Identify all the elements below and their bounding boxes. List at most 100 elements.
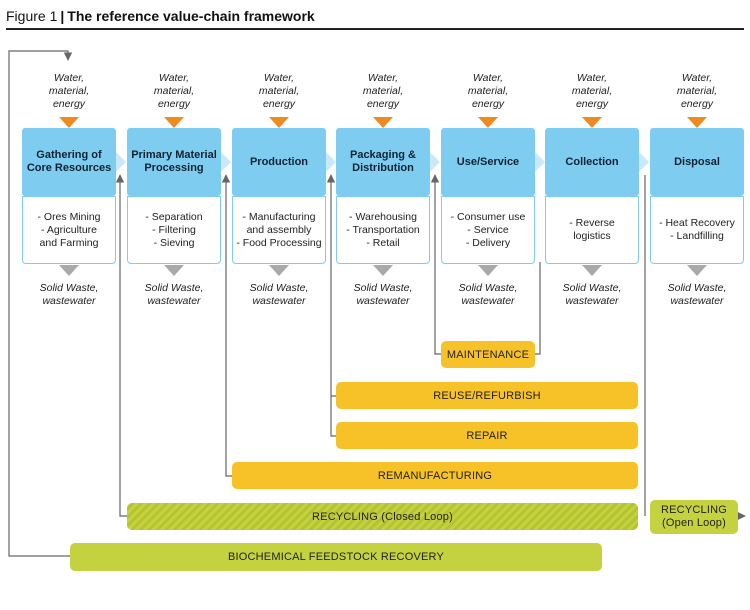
stage-activities: - Consumer use - Service - Delivery (441, 196, 535, 264)
input-arrow-icon (59, 117, 79, 128)
loop-label: (Open Loop) (662, 517, 726, 529)
title-separator: | (60, 8, 65, 24)
input-line: Water, (681, 72, 713, 84)
output-arrow-icon (478, 265, 498, 276)
stage-outputs: Solid Waste, wastewater (545, 282, 639, 308)
stage-inputs: Water, material, energy (650, 72, 744, 111)
stage-title-line: Production (249, 155, 309, 168)
input-arrow-icon (269, 117, 289, 128)
output-line: wastewater (42, 295, 96, 307)
stage-title-line: Collection (565, 155, 619, 168)
output-line: Solid Waste, (562, 282, 622, 294)
output-arrow-icon (59, 265, 79, 276)
loop-maintenance: MAINTENANCE (441, 341, 535, 368)
output-line: Solid Waste, (458, 282, 518, 294)
figure-heading: The reference value-chain framework (67, 8, 315, 24)
maintenance-connector-right (535, 262, 541, 355)
loop-label: REMANUFACTURING (377, 469, 493, 482)
stage-title-line: Disposal (674, 155, 720, 168)
activity-line: - Agriculture (40, 223, 98, 236)
output-arrow-icon (164, 265, 184, 276)
stage-outputs: Solid Waste, wastewater (22, 282, 116, 308)
activity-line: - Heat Recovery (659, 217, 735, 229)
input-line: material, (153, 85, 195, 97)
input-line: Water, (472, 72, 504, 84)
activity-line: logistics (573, 230, 611, 242)
stage-outputs: Solid Waste, wastewater (127, 282, 221, 308)
stage-title-line: Core Resources (26, 162, 112, 174)
activity-line: - Manufacturing (242, 210, 316, 223)
stage-title-line: Primary Material (131, 149, 217, 161)
loop-remanufacturing: REMANUFACTURING (232, 462, 638, 489)
title-rule (6, 28, 744, 30)
activity-line: - Transportation (346, 223, 420, 236)
output-arrow-icon (582, 265, 602, 276)
stage-title: Disposal (650, 128, 744, 196)
input-line: energy (680, 98, 714, 110)
input-arrow-icon (582, 117, 602, 128)
flow-chevron-icon (221, 152, 231, 172)
activity-line: and assembly (246, 223, 312, 236)
flow-chevron-icon (430, 152, 440, 172)
flow-chevron-icon (326, 152, 336, 172)
stage-activities: - Heat Recovery - Landfilling (650, 196, 744, 264)
stage-outputs: Solid Waste, wastewater (336, 282, 430, 308)
output-line: wastewater (461, 295, 515, 307)
output-line: Solid Waste, (667, 282, 727, 294)
loop-label: REUSE/REFURBISH (433, 389, 541, 402)
stage-inputs: Water, material, energy (232, 72, 326, 111)
output-line: wastewater (252, 295, 306, 307)
activity-line: - Service (467, 223, 509, 236)
stage-title-line: Use/Service (456, 155, 520, 168)
input-line: Water, (576, 72, 608, 84)
figure-title: Figure 1|The reference value-chain frame… (6, 8, 315, 24)
output-arrow-icon (373, 265, 393, 276)
input-line: energy (52, 98, 86, 110)
stage-inputs: Water, material, energy (22, 72, 116, 111)
output-line: wastewater (356, 295, 410, 307)
input-line: energy (471, 98, 505, 110)
activity-line: - Ores Mining (37, 210, 101, 223)
output-line: wastewater (565, 295, 619, 307)
figure-label: Figure 1 (6, 8, 58, 24)
loop-biochemical-feedstock: BIOCHEMICAL FEEDSTOCK RECOVERY (70, 543, 602, 571)
input-line: Water, (158, 72, 190, 84)
flow-chevron-icon (639, 152, 649, 172)
loop-repair: REPAIR (336, 422, 638, 449)
activity-line: - Reverse (569, 217, 615, 229)
input-arrow-icon (687, 117, 707, 128)
stage-inputs: Water, material, energy (441, 72, 535, 111)
flow-chevron-icon (535, 152, 545, 172)
recycling-connector (115, 174, 127, 517)
input-line: energy (157, 98, 191, 110)
loop-label: REPAIR (466, 429, 508, 442)
stage-inputs: Water, material, energy (545, 72, 639, 111)
stage-activities: - Separation - Filtering - Sieving (127, 196, 221, 264)
stage-title: Production (232, 128, 326, 196)
output-line: wastewater (147, 295, 201, 307)
input-line: Water, (263, 72, 295, 84)
activity-line: - Consumer use (450, 210, 526, 223)
stage-activities: - Ores Mining - Agriculture and Farming (22, 196, 116, 264)
activity-line: and Farming (39, 236, 99, 249)
output-line: Solid Waste, (249, 282, 309, 294)
output-line: wastewater (670, 295, 724, 307)
input-line: Water, (53, 72, 85, 84)
stage-outputs: Solid Waste, wastewater (441, 282, 535, 308)
stage-outputs: Solid Waste, wastewater (650, 282, 744, 308)
input-line: energy (575, 98, 609, 110)
stage-activities: - Manufacturing and assembly - Food Proc… (232, 196, 326, 264)
input-line: material, (258, 85, 300, 97)
activity-line: - Delivery (465, 236, 511, 249)
stage-title-line: Packaging & (349, 149, 417, 161)
input-line: material, (571, 85, 613, 97)
activity-line: - Warehousing (349, 210, 417, 223)
stage-inputs: Water, material, energy (336, 72, 430, 111)
activity-line: - Landfilling (670, 230, 724, 242)
maintenance-connector-left (430, 174, 441, 355)
repair-connector (326, 174, 336, 437)
input-line: material, (48, 85, 90, 97)
activity-line: - Filtering (152, 223, 196, 236)
stage-title-line: Processing (144, 162, 204, 174)
